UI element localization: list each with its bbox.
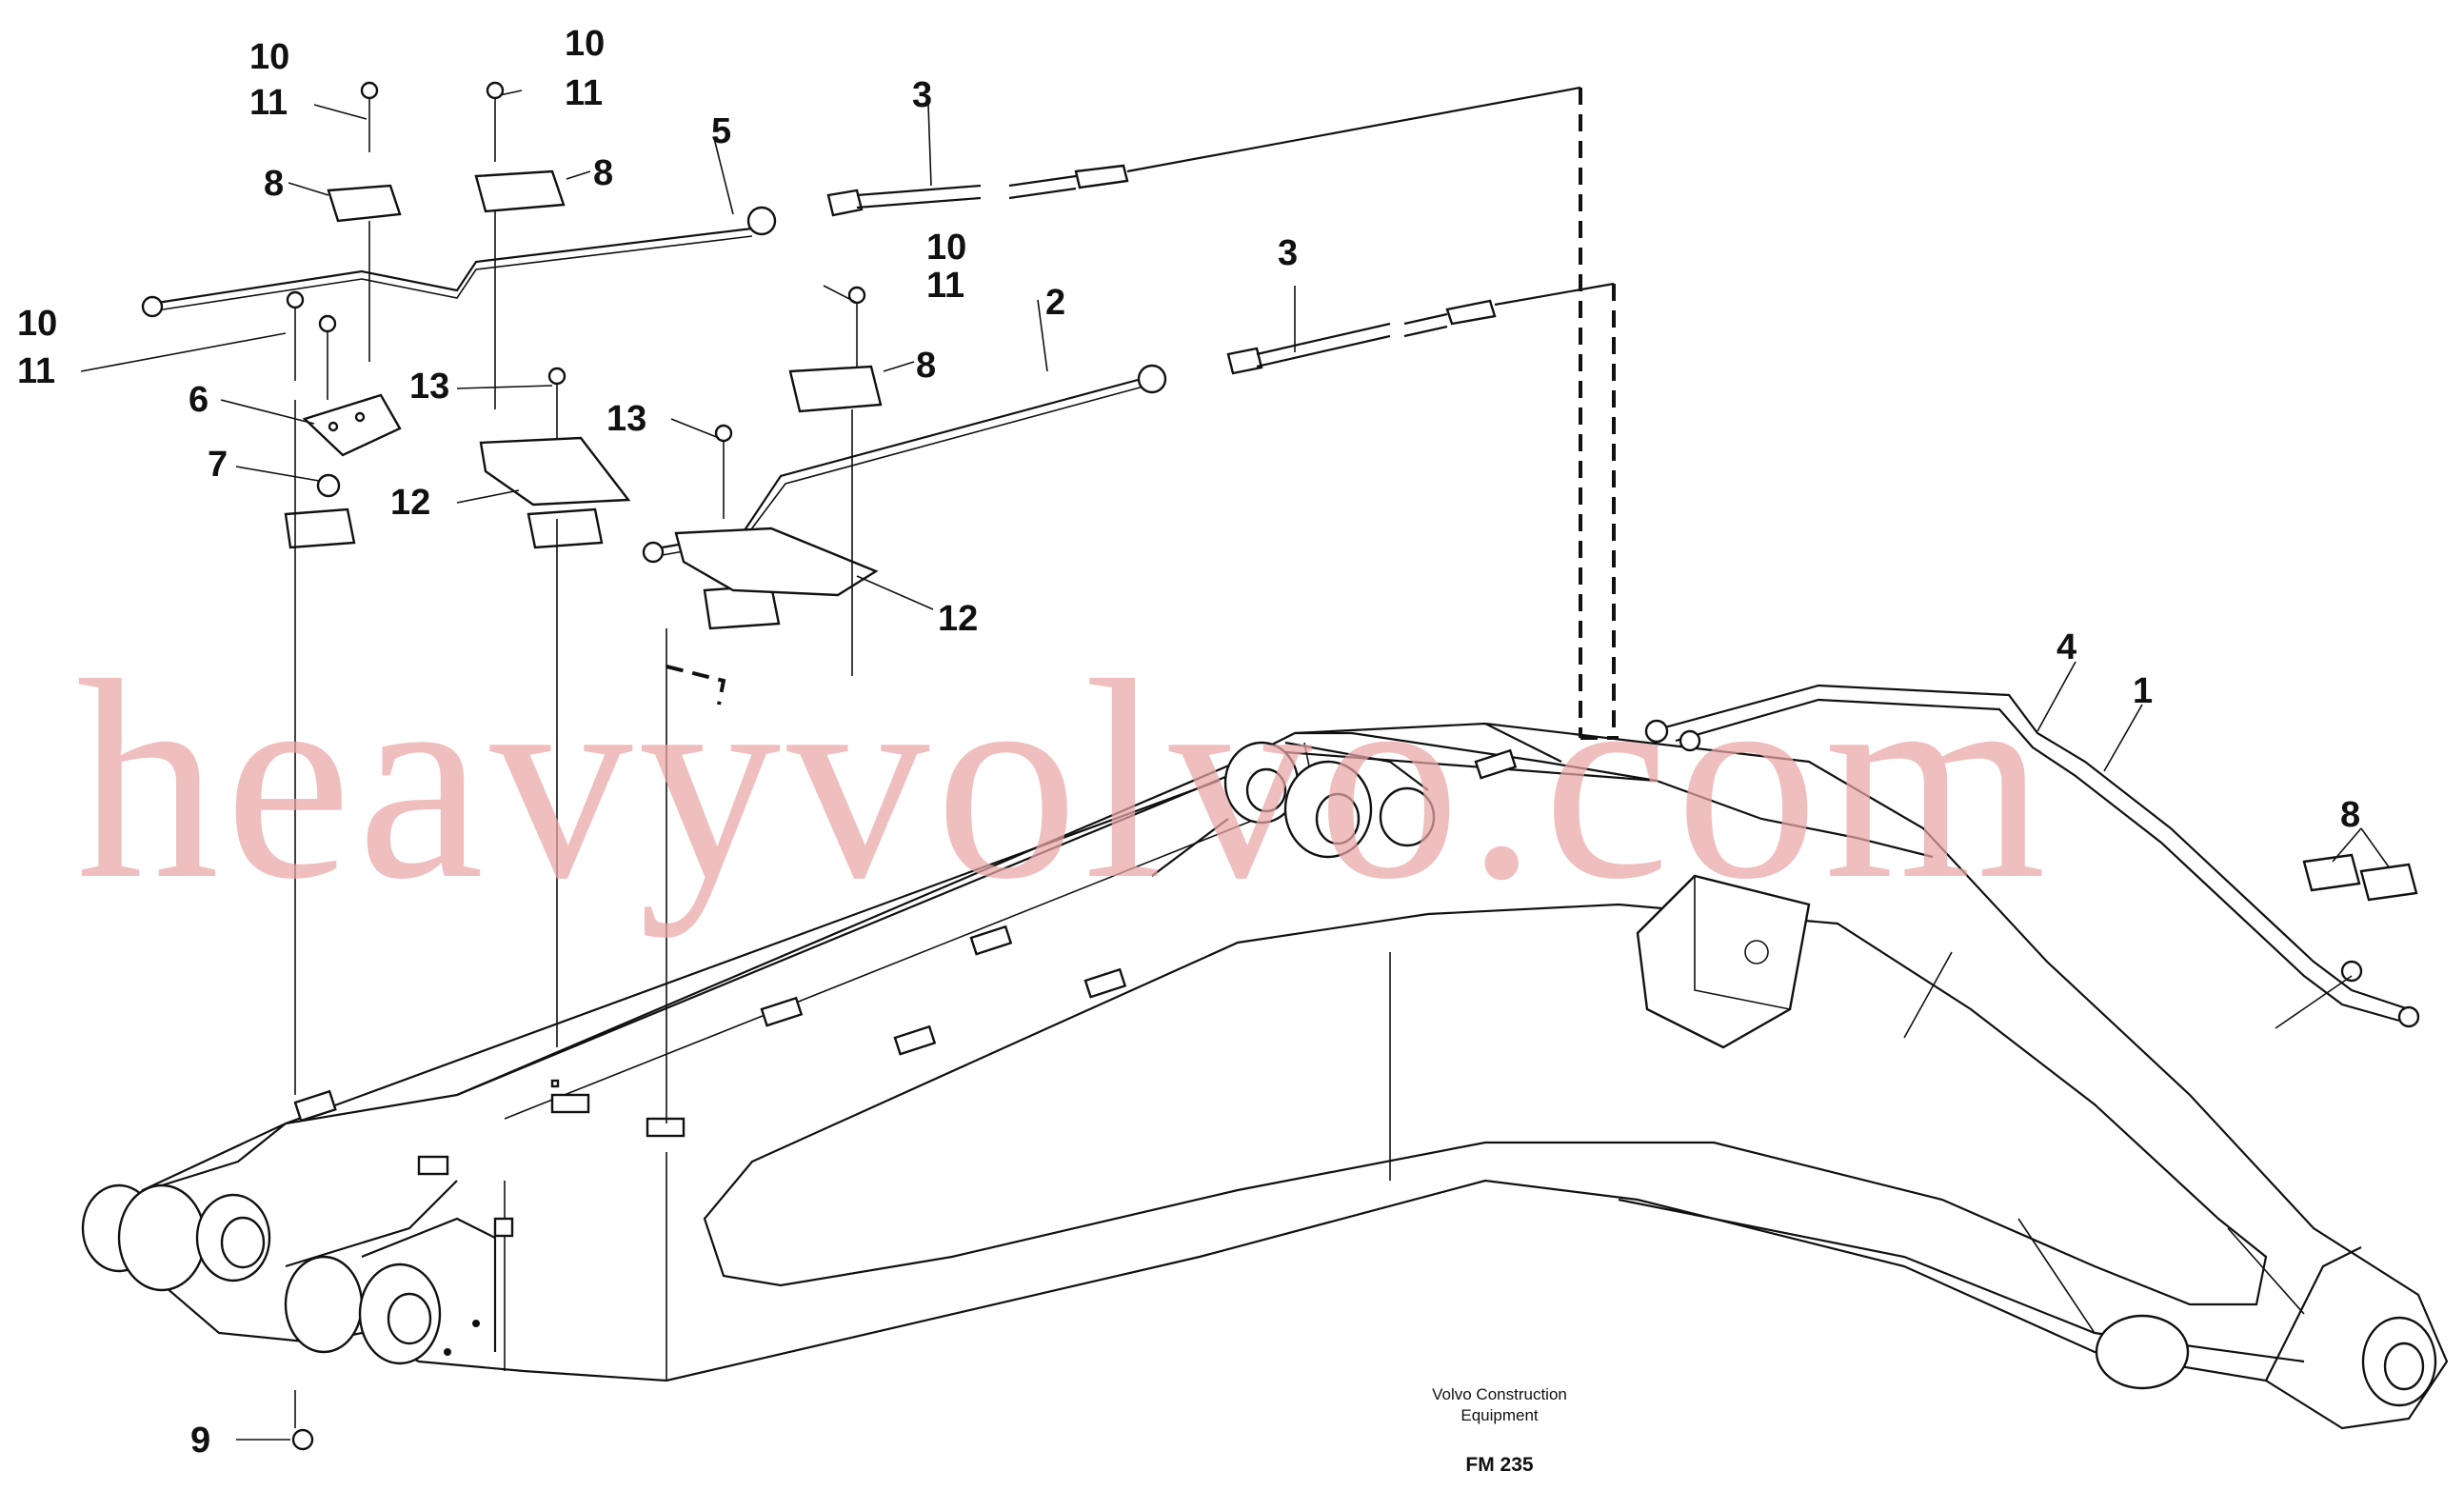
label-11: 11 <box>565 73 603 113</box>
label-1: 1 <box>2133 671 2153 711</box>
label-3: 3 <box>1278 233 1298 273</box>
label-8: 8 <box>2340 795 2360 835</box>
label-5: 5 <box>711 111 731 151</box>
label-10: 10 <box>565 24 605 64</box>
label-11: 11 <box>926 266 964 306</box>
label-8: 8 <box>916 346 936 386</box>
company-name-line2: Equipment <box>1461 1406 1539 1424</box>
label-11: 11 <box>17 351 55 391</box>
label-8: 8 <box>593 153 613 193</box>
leader-lines <box>80 89 2391 1441</box>
label-3: 3 <box>912 75 932 115</box>
label-11: 11 <box>249 83 288 123</box>
label-10: 10 <box>249 37 289 77</box>
figure-caption: Volvo Construction Equipment FM 235 <box>1432 1385 1567 1476</box>
label-4: 4 <box>2057 627 2077 667</box>
label-8: 8 <box>264 164 284 204</box>
hydraulic-lines <box>141 86 2420 1028</box>
label-13: 13 <box>606 399 646 439</box>
label-12: 12 <box>938 599 978 639</box>
label-6: 6 <box>189 380 209 420</box>
label-13: 13 <box>409 367 449 407</box>
label-10: 10 <box>926 228 966 268</box>
label-7: 7 <box>208 445 228 485</box>
callout-labels: 10 11 10 11 3 5 8 8 10 11 10 11 3 2 8 6 … <box>17 24 2360 1461</box>
clamp-parts <box>284 81 2418 1451</box>
excavator-boom <box>81 722 2449 1430</box>
label-10: 10 <box>17 304 57 344</box>
figure-code: FM 235 <box>1465 1454 1534 1476</box>
label-2: 2 <box>1045 283 1065 323</box>
label-12: 12 <box>390 483 430 523</box>
label-9: 9 <box>190 1421 210 1461</box>
watermark-text: heavyvolvo.com <box>76 622 2052 939</box>
company-name-line1: Volvo Construction <box>1432 1385 1567 1403</box>
